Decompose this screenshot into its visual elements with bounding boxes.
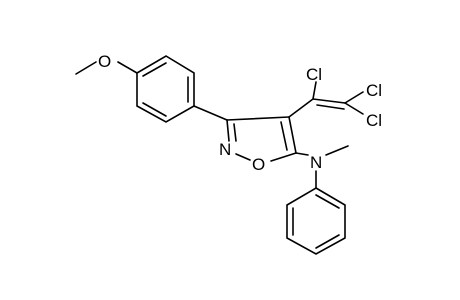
isoxazole-c4-c5 [288,116,297,154]
isoxazole-o-n [235,153,251,161]
bond-vinyl-cl [312,81,317,100]
methoxyphenyl-double-1 [142,62,167,77]
bond-vinyl-double [312,98,346,104]
ring-oxygen-label: O [252,155,265,174]
bond-amine-methyl [325,145,349,156]
bond-methoxy-ring [117,61,138,74]
phenyl-ring [286,187,346,255]
bond-methyl-methoxy [75,61,97,75]
isoxazole-c5-o [270,152,297,162]
isoxazole-n-c3 [226,119,230,142]
bond-c4-vinyl [288,98,314,118]
bond-c5-amine [295,152,309,156]
bond-vinyl-double-inner [316,104,345,110]
amine-nitrogen-label: N [310,153,322,172]
isoxazole-c3-c4 [226,116,290,121]
bond-aryl-isoxazole [193,105,228,121]
methoxyphenyl-double-3 [142,102,167,117]
bond-terminal-cl-lower [344,102,364,115]
terminal-chlorine-upper-label: Cl [366,81,382,100]
methoxyphenyl-ring [136,55,195,123]
ring-nitrogen-label: N [219,140,231,159]
vinyl-chlorine-label: Cl [306,65,322,84]
isoxazole-c4-c5-double [280,121,288,151]
bond-terminal-cl-upper [344,91,364,104]
methoxy-oxygen-label: O [98,52,111,71]
terminal-chlorine-lower-label: Cl [366,111,382,130]
isoxazole-n-c3-double [233,123,237,142]
phenyl-double-2 [315,234,340,249]
phenyl-double-1 [315,194,340,209]
